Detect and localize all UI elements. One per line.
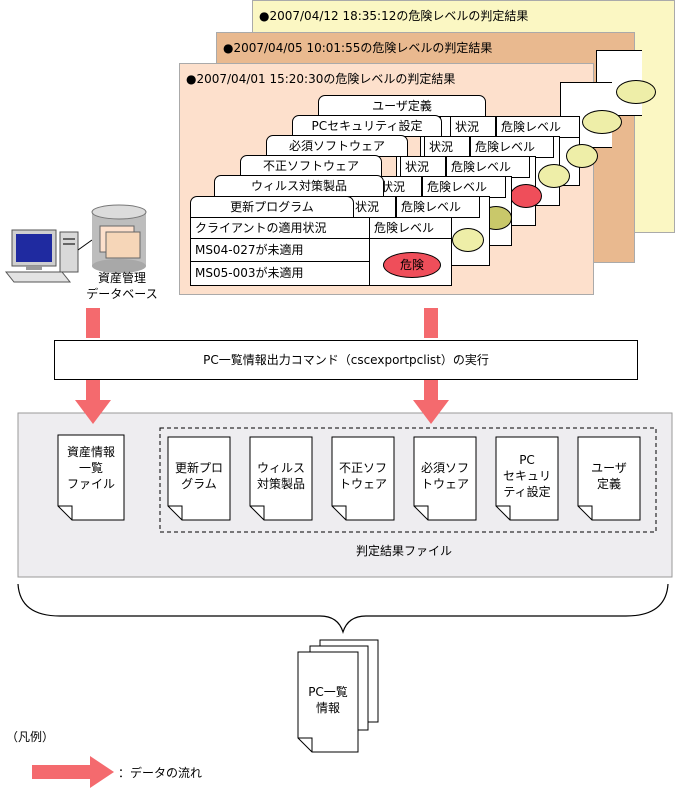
judgment-file-required-line2: トウェア — [420, 477, 469, 491]
tab-card-level-0: 危険レベル — [496, 116, 580, 138]
peek-ellipse-mid — [582, 110, 622, 134]
legend-title: （凡例） — [6, 730, 55, 744]
database-label-line1: 資産管理 — [97, 271, 146, 285]
judgment-file-antivirus-line1: ウィルス — [256, 461, 305, 475]
judgment-file-update-line1: 更新プロ — [174, 461, 223, 475]
front-table-header-left: クライアントの適用状況 — [190, 217, 370, 239]
pc-list-label: PC一覧 情報 — [298, 684, 358, 716]
database-icon — [91, 204, 147, 273]
judgment-file-unauthorized-line2: トウェア — [338, 477, 387, 491]
danger-level-badge: 危険 — [383, 252, 441, 278]
pc-list-label-line1: PC一覧 — [308, 685, 348, 699]
pc-list-label-line2: 情報 — [315, 701, 340, 715]
judgment-file-user-defined-line1: ユーザ — [591, 461, 627, 475]
asset-file-line2: 一覧 — [78, 461, 103, 475]
snapshot-title-mid: ●2007/04/05 10:01:55の危険レベルの判定結果 — [223, 41, 493, 55]
snapshot-title-back: ●2007/04/12 18:35:12の危険レベルの判定結果 — [259, 9, 529, 23]
judgment-file-required-line1: 必須ソフ — [420, 461, 469, 475]
judgment-file-user-defined: ユーザ 定義 — [578, 460, 640, 492]
asset-file-line3: ファイル — [66, 477, 115, 491]
judgment-file-required: 必須ソフ トウェア — [414, 460, 476, 492]
legend-arrow-label: ：データの流れ — [118, 766, 203, 780]
judgment-file-antivirus-line2: 対策製品 — [256, 477, 305, 491]
tab-card-level-2: 危険レベル — [446, 156, 530, 178]
front-table-row-1: MS04-027が未適用 — [190, 238, 370, 262]
tab-card-ellipse-1 — [538, 164, 570, 188]
output-documents — [57, 434, 641, 521]
judgment-file-pc-security-line2: セキュリ — [502, 469, 551, 483]
computer-icon — [4, 229, 93, 283]
command-label: PC一覧情報出力コマンド（cscexportpclist）の実行 — [203, 353, 489, 367]
asset-file-label: 資産情報 一覧 ファイル — [58, 444, 124, 492]
asset-file-line1: 資産情報 — [66, 445, 115, 459]
data-flow-arrows-top — [86, 308, 438, 338]
judgment-files-group — [159, 427, 657, 533]
tab-update-programs[interactable]: 更新プログラム — [190, 196, 354, 218]
judgment-file-user-defined-line2: 定義 — [596, 477, 621, 491]
database-label-line2: データベース — [86, 287, 158, 301]
judgment-file-update-line2: グラム — [181, 477, 217, 491]
judgment-files-caption: 判定結果ファイル — [356, 544, 453, 558]
front-table-row-2: MS05-003が未適用 — [190, 261, 370, 286]
judgment-file-antivirus: ウィルス 対策製品 — [250, 460, 312, 492]
tab-card-ellipse-4 — [452, 228, 484, 252]
data-flow-arrows-bottom — [75, 380, 449, 424]
command-box: PC一覧情報出力コマンド（cscexportpclist）の実行 — [54, 340, 638, 380]
legend-arrow-icon — [32, 756, 114, 788]
judgment-file-unauthorized: 不正ソフ トウェア — [332, 460, 394, 492]
judgment-file-pc-security-line1: PC — [519, 453, 535, 467]
peek-ellipse-back — [616, 80, 656, 104]
danger-level-label: 危険 — [399, 258, 424, 272]
brace-shape — [17, 583, 669, 635]
tab-card-level-3: 危険レベル — [422, 176, 506, 198]
database-label: 資産管理 データベース — [72, 270, 172, 302]
judgment-file-unauthorized-line1: 不正ソフ — [338, 461, 387, 475]
tab-card-ellipse-0 — [566, 144, 598, 168]
judgment-file-update: 更新プロ グラム — [168, 460, 230, 492]
judgment-file-pc-security: PC セキュリ ティ設定 — [496, 452, 558, 500]
snapshot-title-front: ●2007/04/01 15:20:30の危険レベルの判定結果 — [186, 72, 456, 86]
pc-list-document-icon — [297, 639, 379, 753]
judgment-file-pc-security-line3: ティ設定 — [503, 485, 551, 499]
tab-user-defined[interactable]: ユーザ定義 — [318, 95, 486, 117]
